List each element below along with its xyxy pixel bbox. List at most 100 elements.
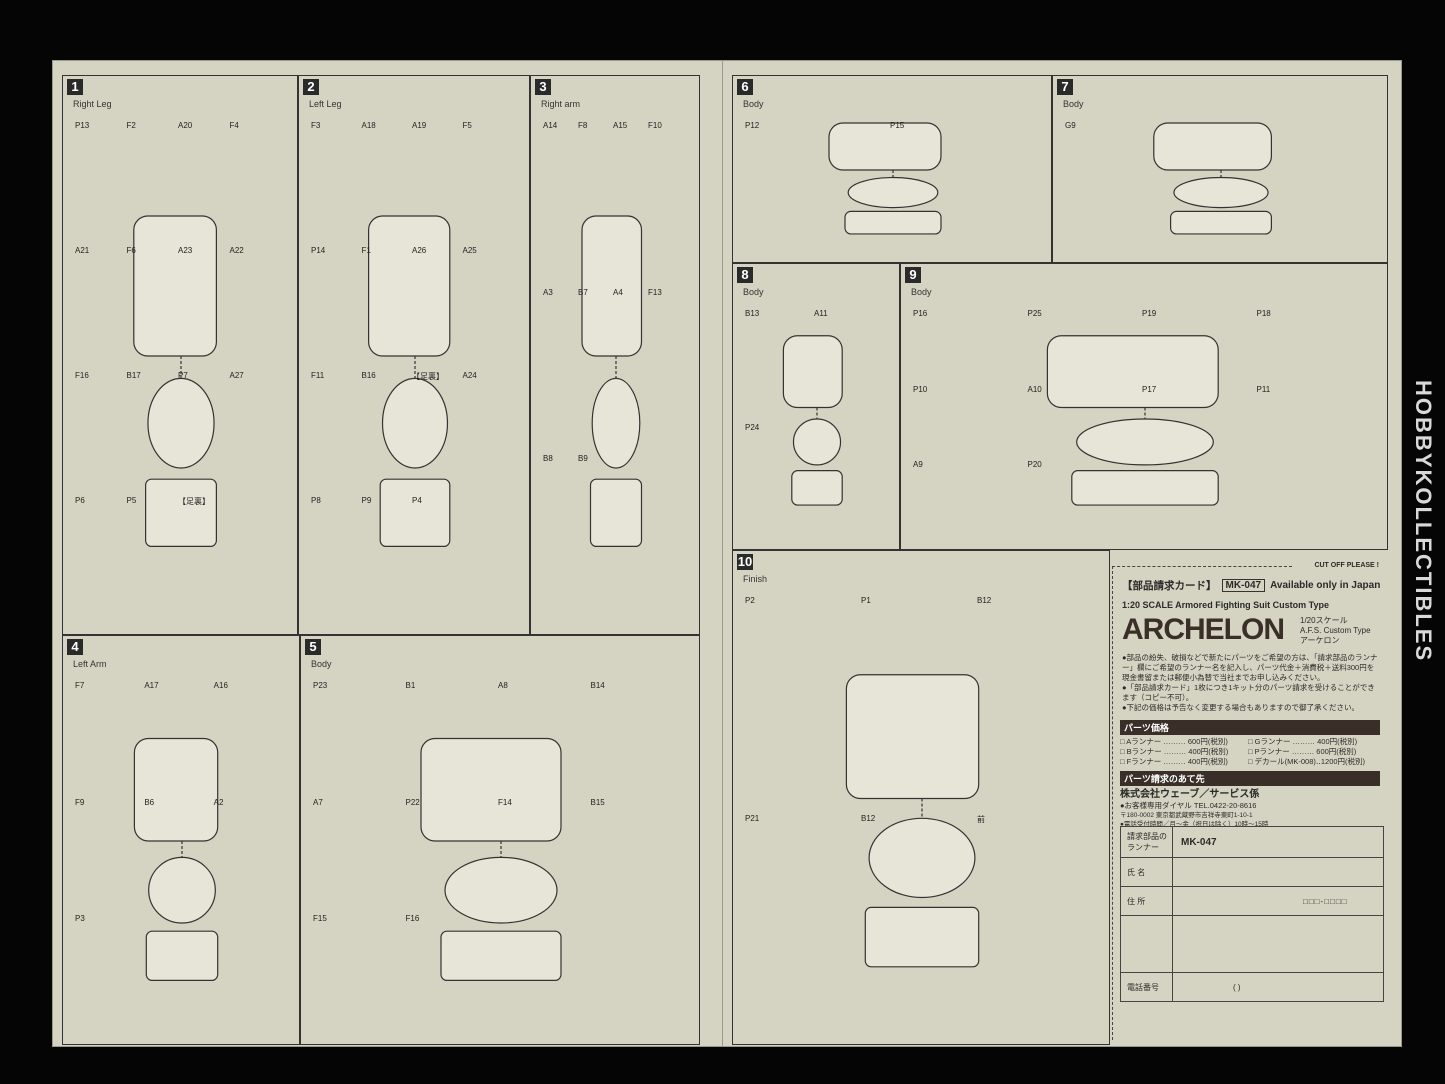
part-label: F11	[311, 371, 325, 380]
step-number: 2	[303, 79, 319, 95]
part-label: B14	[590, 681, 605, 690]
step-title: Right Leg	[73, 99, 112, 109]
note: ●「部品請求カード」1枚につき1キット分のパーツ請求を受けることができます（コピ…	[1122, 683, 1375, 702]
part-label: F2	[126, 121, 136, 130]
card-heading: 【部品請求カード】	[1122, 580, 1217, 592]
part-label: 【足裏】	[412, 372, 444, 381]
part-label: P4	[412, 496, 422, 505]
product-name: ARCHELON	[1122, 613, 1285, 646]
step-title: Body	[1063, 99, 1084, 109]
step-title: Right arm	[541, 99, 581, 109]
price: □ Bランナー ……… 400円(税別)	[1120, 747, 1229, 756]
step-number: 4	[67, 639, 83, 655]
part-label: F4	[229, 121, 239, 130]
step-title: Body	[911, 287, 932, 297]
sub-line: A.F.S. Custom Type	[1300, 626, 1371, 635]
part-label: A18	[361, 121, 376, 130]
phone-field[interactable]: ( )	[1233, 982, 1241, 992]
part-label: A23	[178, 246, 193, 255]
part-label: G9	[1065, 121, 1076, 130]
step-number: 3	[535, 79, 551, 95]
part-label: B6	[144, 797, 155, 807]
step-number: 5	[305, 639, 321, 655]
form-label: 氏 名	[1121, 858, 1173, 886]
price: □ デカール(MK-008)‥1200円(税別)	[1248, 757, 1366, 766]
address-heading: パーツ請求のあて先	[1120, 771, 1380, 786]
part-label: P12	[745, 121, 760, 130]
part-label: A21	[75, 246, 90, 255]
price: □ Aランナー ……… 600円(税別)	[1120, 737, 1228, 746]
part-label: F5	[462, 121, 472, 130]
part-label: F7	[75, 681, 85, 690]
part-label: A10	[1027, 384, 1042, 394]
assembly-diagram	[420, 737, 562, 982]
runner-field[interactable]: MK-047	[1181, 836, 1217, 848]
watermark: HOBBYKOLLECTIBLES	[1411, 380, 1436, 663]
part-label: P21	[745, 813, 760, 823]
step-number: 1	[67, 79, 83, 95]
part-label: P22	[405, 797, 420, 807]
part-label: A26	[412, 246, 427, 255]
assembly-diagram	[1153, 122, 1273, 235]
kit-code: MK-047	[1221, 579, 1266, 592]
part-label: P14	[311, 246, 326, 255]
part-label: A16	[213, 681, 228, 690]
part-label: 前	[977, 814, 985, 824]
part-label: A15	[613, 121, 628, 130]
part-label: B8	[543, 454, 553, 464]
step-title: Body	[311, 659, 332, 669]
parts-request-card: CUT OFF PLEASE ! 【部品請求カード】 MK-047 Availa…	[1112, 560, 1387, 1040]
form-label: 電話番号	[1121, 973, 1173, 1001]
part-label: A27	[229, 371, 244, 380]
part-label: A17	[144, 681, 159, 690]
step-title: Body	[743, 99, 764, 109]
part-label: P16	[913, 309, 928, 318]
part-label: B13	[745, 309, 760, 318]
part-label: A14	[543, 121, 558, 130]
assembly-diagram	[828, 122, 942, 235]
part-label: P17	[1142, 384, 1157, 394]
part-label: P6	[75, 496, 85, 505]
part-label: P5	[126, 496, 137, 505]
step-title: Left Arm	[73, 659, 107, 669]
price: □ Fランナー ……… 400円(税別)	[1120, 757, 1228, 766]
part-label: B16	[361, 371, 376, 380]
part-label: P25	[1027, 309, 1042, 318]
postal-field[interactable]: □□□-□□□□	[1303, 896, 1348, 906]
part-label: P9	[361, 496, 372, 505]
part-label: F9	[75, 797, 85, 807]
part-label: A25	[462, 246, 477, 255]
cut-off-label: CUT OFF PLEASE !	[1314, 562, 1379, 569]
part-label: F6	[126, 246, 136, 255]
part-label: A24	[462, 371, 477, 380]
part-label: A9	[913, 460, 923, 470]
part-label: P1	[861, 596, 871, 605]
part-label: P3	[75, 914, 85, 924]
assembly-diagram	[133, 215, 218, 548]
price: □ Pランナー ……… 600円(税別)	[1248, 747, 1357, 756]
step-number: 9	[905, 267, 921, 283]
assembly-diagram	[367, 215, 451, 548]
assembly-diagram	[1046, 335, 1219, 506]
hours: ●電話受付時間／月〜金（祝日は除く）10時〜15時	[1120, 821, 1269, 828]
part-label: B12	[861, 813, 876, 823]
assembly-diagram	[133, 737, 219, 982]
cut-line	[1112, 566, 1113, 1040]
part-label: P13	[75, 121, 90, 130]
step-number: 8	[737, 267, 753, 283]
step-title: Left Leg	[309, 99, 342, 109]
cut-line-top	[1112, 566, 1292, 567]
part-label: A11	[814, 309, 828, 318]
part-label: P19	[1142, 309, 1157, 318]
part-label: P24	[745, 422, 760, 432]
